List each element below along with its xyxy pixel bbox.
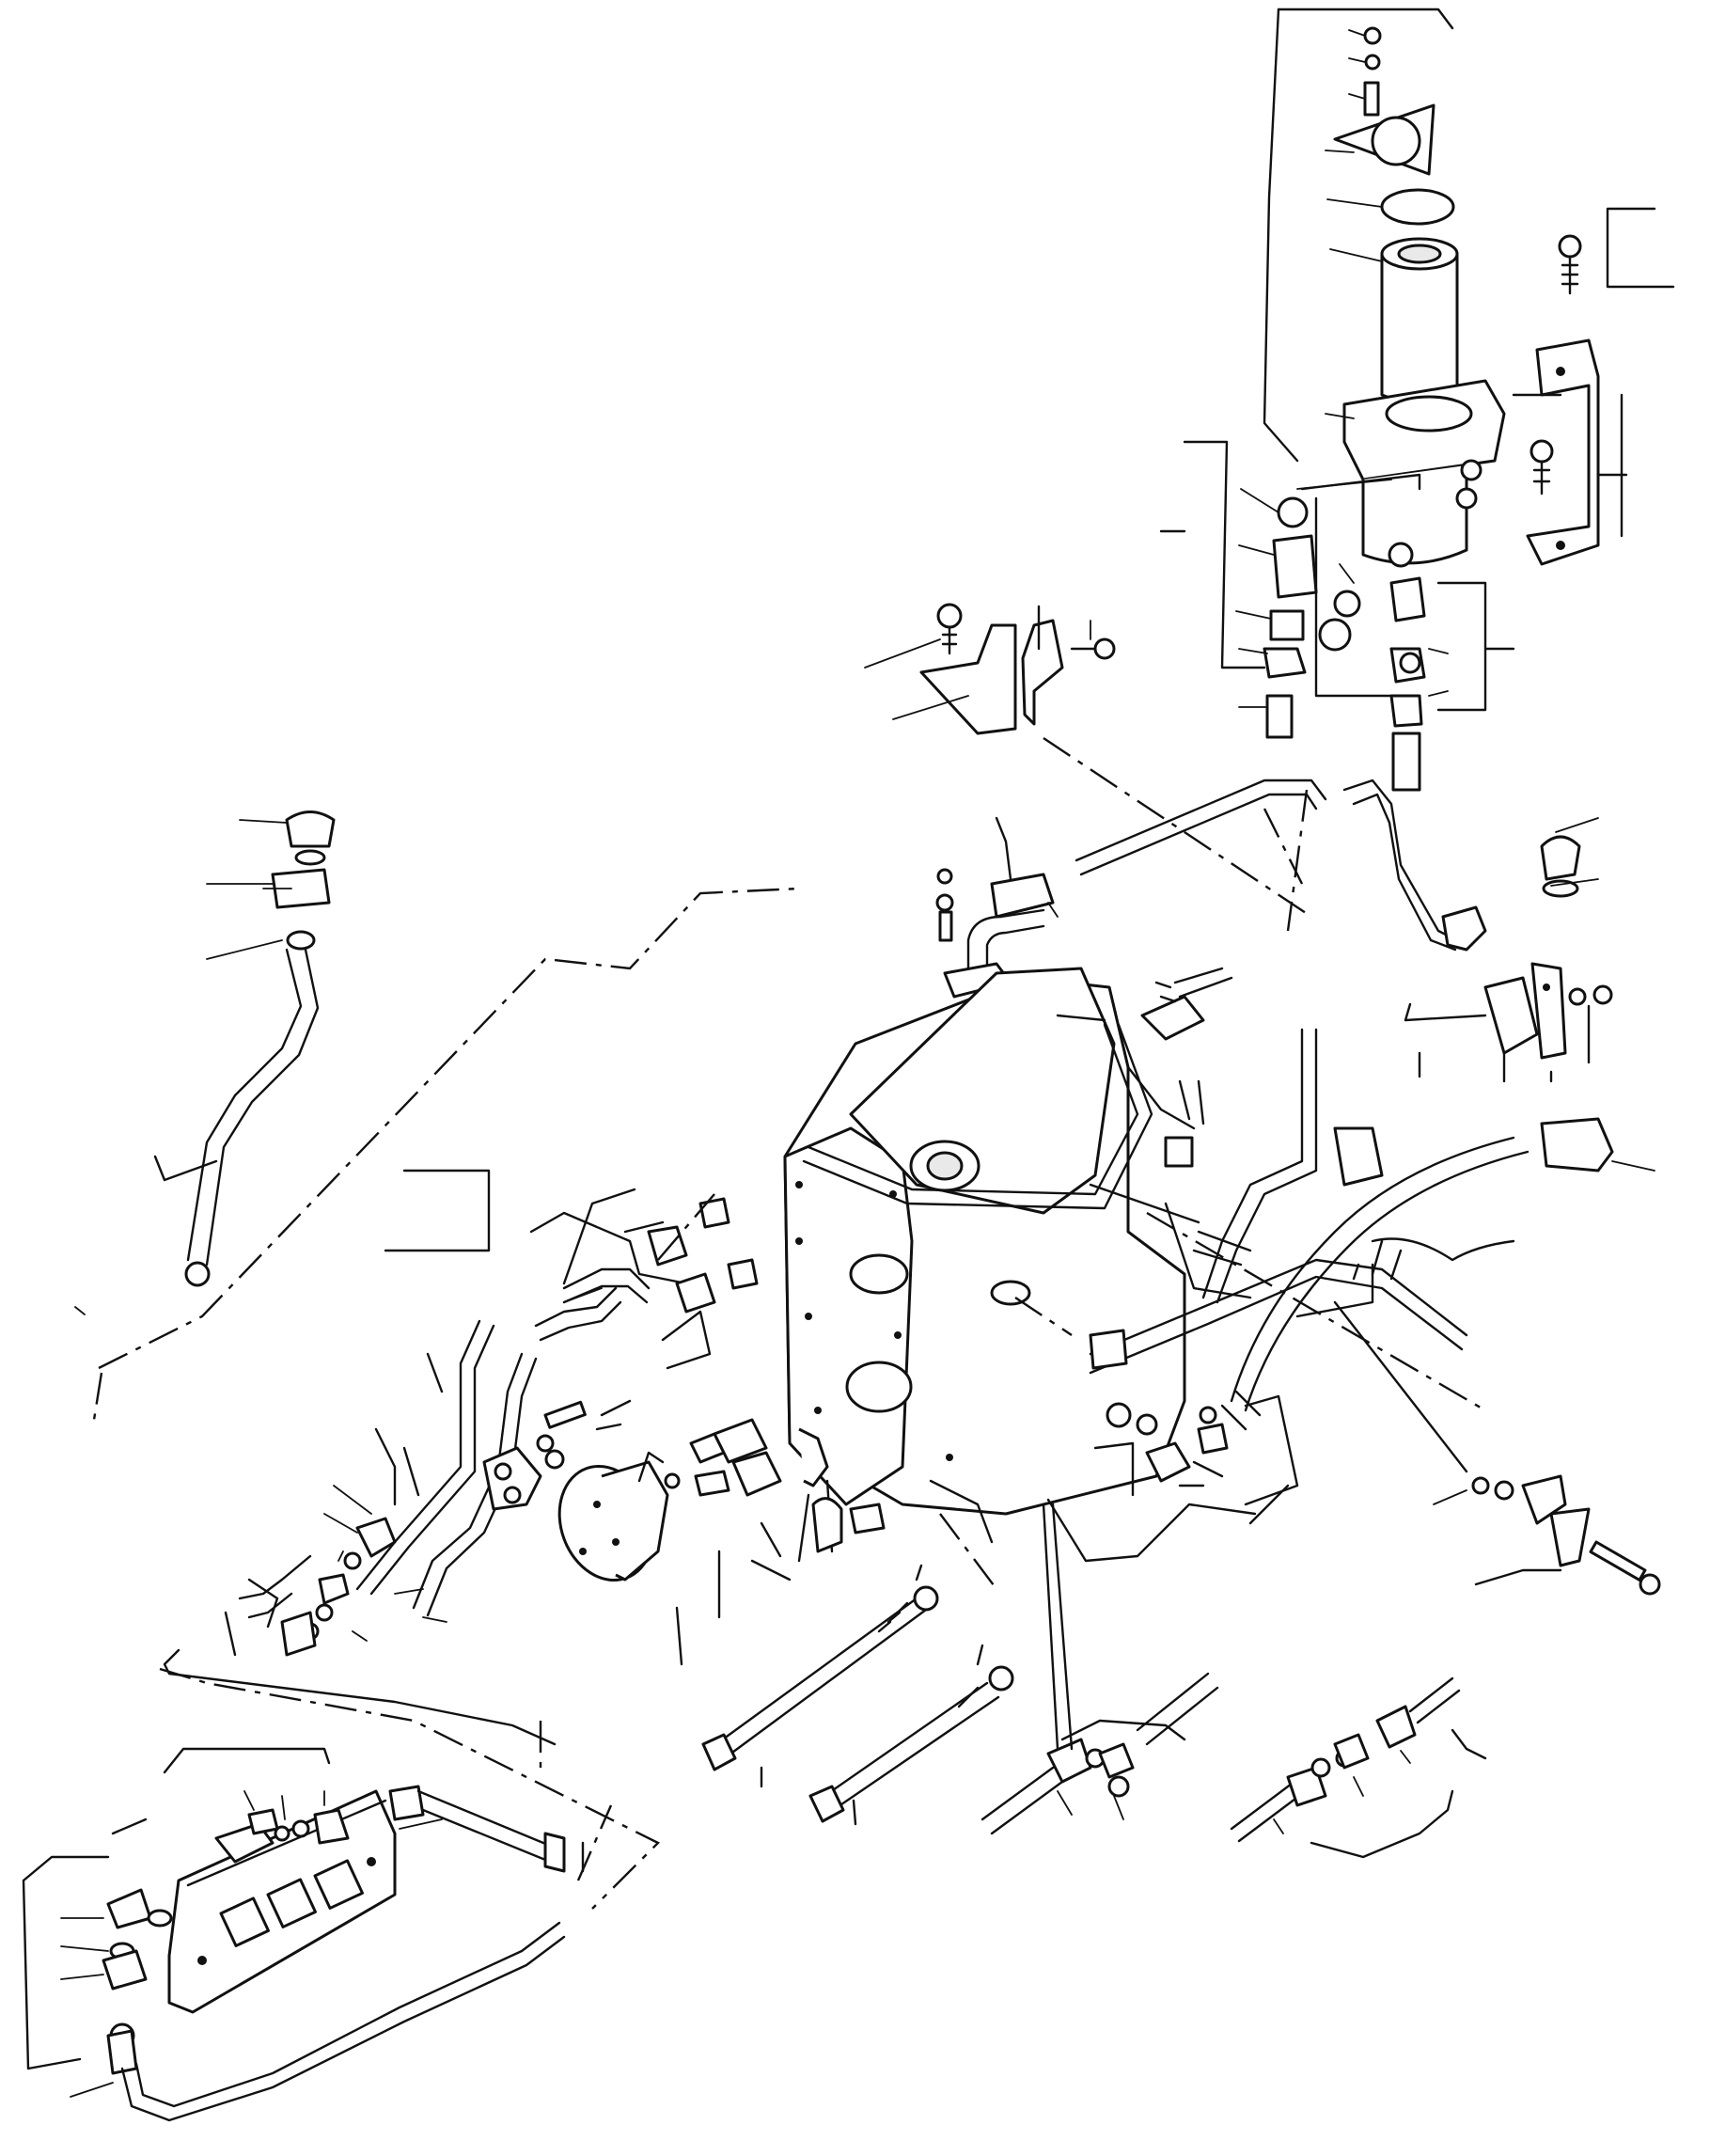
breather-cap — [1540, 835, 1581, 881]
pipes-left-center — [384, 1169, 759, 1370]
fittings-column-left — [74, 810, 800, 1421]
pipe-bundle-left — [224, 1319, 632, 1657]
long-tie-bolts — [701, 1564, 1014, 1826]
filter-element — [1380, 252, 1459, 404]
bracket-plate — [1526, 338, 1600, 566]
flanged-elbow-pipe — [935, 816, 1059, 999]
valve-fittings-column — [1159, 440, 1421, 739]
fittings-bottom-right — [1230, 1676, 1487, 1859]
oil-cooler-assembly — [22, 1648, 661, 2122]
transmission-housing — [783, 967, 1252, 1516]
outlet-fittings — [1389, 576, 1515, 792]
filter-bowl — [1361, 465, 1468, 565]
upper-bracket-pair — [864, 603, 1116, 735]
fittings-right-lower — [1046, 1126, 1384, 1563]
temperature-sensor — [981, 1503, 1219, 1835]
mounting-bracket-right — [1512, 207, 1675, 566]
oil-pipes-housing — [802, 967, 1655, 1431]
o-ring — [1380, 188, 1455, 226]
pipe-clamp-right — [1333, 1300, 1661, 1596]
round-cover-plate — [557, 1451, 681, 1582]
oil-filter-assembly — [1263, 8, 1506, 568]
fittings-bottom-center — [675, 1418, 994, 1666]
alignment-lines — [657, 808, 1515, 1590]
flange-bracket-small — [1404, 962, 1613, 1083]
oil-pipes-upper — [1043, 737, 1599, 952]
